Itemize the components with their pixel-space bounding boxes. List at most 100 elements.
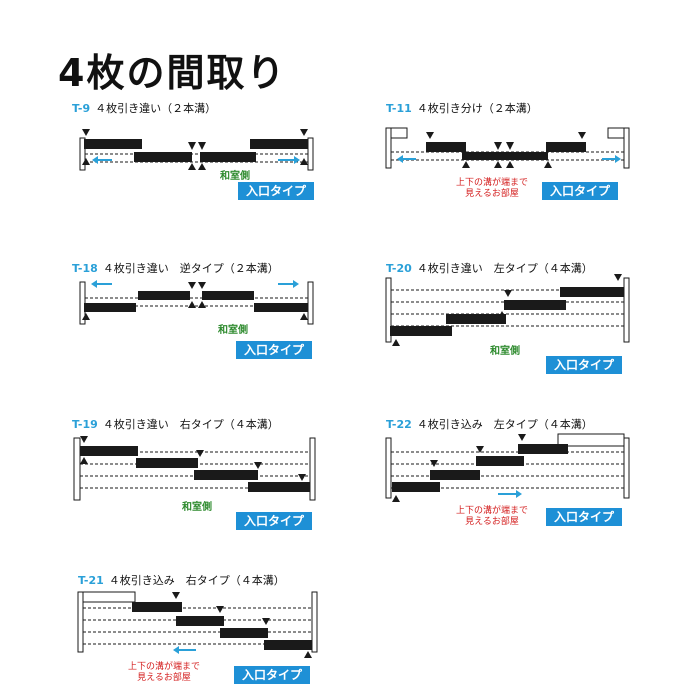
door-layout	[79, 280, 314, 325]
marker-down	[82, 129, 90, 136]
groove-visible-note: 上下の溝が端まで見えるお部屋	[456, 178, 528, 200]
door-panel	[426, 142, 466, 152]
door-layout	[385, 433, 630, 502]
marker-down	[262, 618, 270, 625]
marker-down	[188, 282, 196, 289]
door-panel	[430, 470, 480, 480]
arrow-left-icon	[173, 646, 179, 654]
door-panel	[132, 602, 182, 612]
marker-down	[196, 450, 204, 457]
note-line: 上下の溝が端まで	[456, 506, 529, 516]
marker-down	[504, 290, 512, 297]
door-panel	[176, 616, 224, 626]
note-line: 見えるお部屋	[465, 517, 519, 527]
entrance-type-badge: 入口タイプ	[236, 341, 313, 359]
door-panel	[518, 444, 568, 454]
note-line: 見えるお部屋	[137, 673, 191, 683]
door-panel	[250, 139, 308, 149]
arrow-right-icon	[293, 280, 299, 288]
marker-up	[198, 163, 206, 170]
page-title: 4枚の間取り	[58, 51, 287, 95]
diagram-label: T-20 ４枚引き違い 左タイプ（４本溝）	[386, 260, 593, 276]
frame-left	[385, 127, 392, 169]
arrow-left-icon	[92, 156, 98, 164]
door-panel	[200, 152, 256, 162]
marker-up	[300, 158, 308, 165]
marker-up	[304, 651, 312, 658]
frame-left	[385, 437, 392, 499]
room-side-label: 和室側	[218, 325, 248, 336]
door-layout	[385, 127, 630, 169]
marker-down	[80, 436, 88, 443]
marker-up	[188, 163, 196, 170]
door-panel	[560, 287, 624, 297]
marker-down	[476, 446, 484, 453]
door-layout	[73, 436, 316, 501]
marker-down	[188, 142, 196, 150]
door-panel	[84, 303, 136, 312]
door-panel	[264, 640, 312, 650]
frame-pocket	[390, 127, 408, 139]
door-panel	[446, 314, 506, 324]
room-side-label: 和室側	[220, 171, 250, 182]
marker-up	[544, 161, 552, 168]
door-panel	[220, 628, 268, 638]
marker-down	[506, 142, 514, 150]
marker-up	[392, 495, 400, 502]
diagram-title: ４枚引き違い（２本溝）	[95, 102, 217, 115]
arrow-right-icon	[615, 155, 621, 163]
marker-up	[300, 313, 308, 320]
frame-right	[307, 137, 314, 171]
marker-up	[494, 161, 502, 168]
door-panel	[504, 300, 566, 310]
door-panel	[476, 456, 524, 466]
frame-right	[623, 277, 630, 343]
door-panel	[202, 291, 254, 300]
diagram-title: ４枚引き違い 逆タイプ（２本溝）	[102, 262, 279, 275]
diagram-code: T-20	[386, 262, 412, 275]
door-panel	[80, 446, 138, 456]
entrance-type-badge: 入口タイプ	[236, 512, 313, 530]
frame-pocket	[607, 127, 625, 139]
marker-up	[498, 311, 506, 318]
groove-visible-note: 上下の溝が端まで見えるお部屋	[456, 506, 528, 528]
arrow-left-icon	[397, 155, 403, 163]
room-side-label: 和室側	[490, 346, 520, 357]
marker-down	[254, 462, 262, 469]
arrow-left-icon	[91, 280, 97, 288]
door-panel	[462, 152, 508, 160]
marker-down	[494, 142, 502, 150]
marker-down	[198, 282, 206, 289]
marker-up	[392, 339, 400, 346]
diagram-title: ４枚引き込み 右タイプ（４本溝）	[108, 574, 285, 587]
diagram-t18: T-18 ４枚引き違い 逆タイプ（２本溝） 和室側 入口タイプ	[72, 260, 322, 380]
arrow-right-icon	[516, 490, 522, 498]
entrance-type-badge: 入口タイプ	[546, 356, 623, 374]
marker-down	[172, 592, 180, 599]
diagram-title: ４枚引き分け（２本溝）	[416, 102, 538, 115]
note-line: 上下の溝が端まで	[456, 178, 529, 188]
door-panel	[134, 152, 192, 162]
diagram-title: ４枚引き違い 左タイプ（４本溝）	[416, 262, 593, 275]
note-line: 見えるお部屋	[465, 189, 519, 199]
diagram-code: T-18	[72, 262, 98, 275]
door-layout	[77, 591, 318, 658]
marker-down	[430, 460, 438, 467]
door-panel	[248, 482, 310, 492]
marker-up	[80, 457, 88, 464]
marker-down	[198, 142, 206, 150]
entrance-type-badge: 入口タイプ	[234, 666, 311, 684]
door-panel	[136, 458, 198, 468]
marker-up	[82, 313, 90, 320]
marker-up	[442, 327, 450, 334]
marker-up	[188, 301, 196, 308]
pocket-frame	[557, 433, 625, 447]
